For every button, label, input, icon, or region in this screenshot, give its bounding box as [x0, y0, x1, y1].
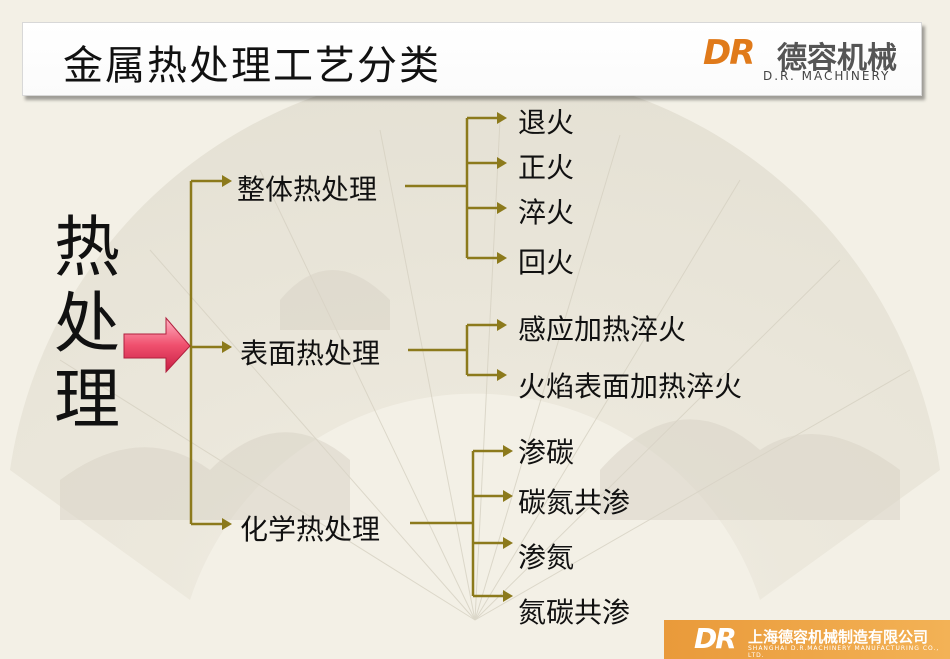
leaf-induction-hardening: 感应加热淬火: [518, 313, 687, 346]
root-arrow-icon: [123, 316, 191, 374]
root-char-1: 热: [54, 209, 120, 286]
title-bar: 金属热处理工艺分类 DR 德容机械 D.R. MACHINERY: [22, 22, 922, 96]
leaf-nitrocarburizing: 氮碳共渗: [518, 596, 631, 629]
logo-english-name: D.R. MACHINERY: [763, 69, 891, 83]
leaf-annealing: 退火: [518, 106, 575, 139]
logo-chinese-name: 德容机械: [777, 41, 897, 76]
footer-company-name: 上海德容机械制造有限公司: [748, 628, 929, 646]
root-char-2: 处: [54, 285, 120, 362]
category-chemical-heat-treatment: 化学热处理: [240, 513, 381, 546]
leaf-tempering: 回火: [518, 246, 575, 279]
leaf-quenching: 淬火: [518, 196, 575, 229]
category-surface-heat-treatment: 表面热处理: [240, 337, 381, 370]
leaf-carbonitriding: 碳氮共渗: [518, 486, 631, 519]
leaf-nitriding: 渗氮: [518, 541, 575, 574]
footer-logo-mark: DR: [694, 622, 737, 655]
leaf-flame-hardening: 火焰表面加热淬火: [518, 370, 743, 403]
leaf-normalizing: 正火: [518, 151, 575, 184]
footer-company-english: SHANGHAI D.R.MACHINERY MANUFACTURING CO.…: [748, 645, 940, 659]
logo-mark: DR: [703, 33, 755, 73]
leaf-carburizing: 渗碳: [518, 436, 575, 469]
root-label: 热 处 理: [54, 210, 124, 438]
footer-company-bar: DR 上海德容机械制造有限公司 SHANGHAI D.R.MACHINERY M…: [664, 620, 950, 659]
category-whole-heat-treatment: 整体热处理: [237, 173, 378, 206]
page-title: 金属热处理工艺分类: [63, 43, 441, 89]
root-char-3: 理: [54, 361, 120, 438]
company-logo: DR 德容机械 D.R. MACHINERY: [703, 31, 913, 91]
